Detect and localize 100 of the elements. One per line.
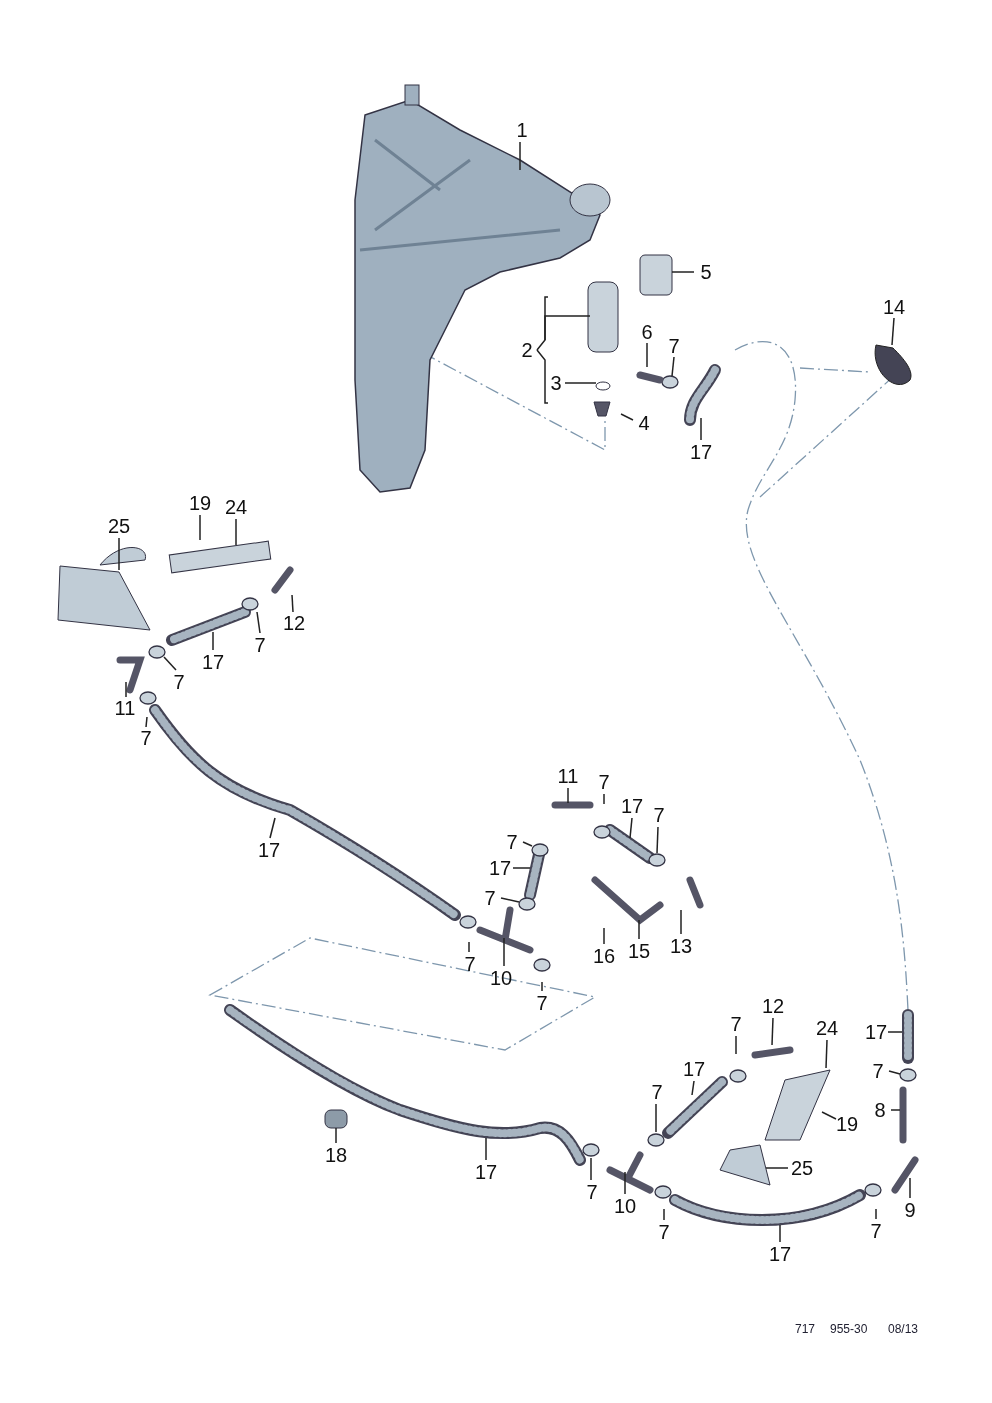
leader-line xyxy=(500,897,520,903)
leader-line xyxy=(512,867,531,869)
leader-line xyxy=(735,1035,737,1055)
callout-number: 1 xyxy=(515,120,529,140)
callout-number: 24 xyxy=(223,497,249,517)
leader-line xyxy=(468,941,470,953)
callout-number: 8 xyxy=(873,1100,887,1120)
callout-number: 6 xyxy=(640,322,654,342)
callout-number: 5 xyxy=(699,262,713,282)
callout-number: 19 xyxy=(834,1114,860,1134)
callout-number: 7 xyxy=(597,772,611,792)
leader-line xyxy=(821,1111,837,1120)
leader-line xyxy=(891,317,895,346)
callout-number: 11 xyxy=(556,766,580,786)
callout-number: 7 xyxy=(585,1182,599,1202)
drawing-number: 08/13 xyxy=(888,1322,919,1336)
leader-line xyxy=(291,594,294,613)
callout-number: 7 xyxy=(483,888,497,908)
leader-line xyxy=(888,1070,901,1075)
leader-line xyxy=(691,1080,695,1096)
leader-line xyxy=(564,382,597,384)
callout-number: 3 xyxy=(549,373,563,393)
leader-line xyxy=(145,716,148,728)
leader-line xyxy=(269,817,276,839)
callout-number: 17 xyxy=(619,796,645,816)
leader-line xyxy=(256,611,261,634)
callout-number: 7 xyxy=(463,954,477,974)
leader-line xyxy=(629,817,633,839)
callout-number: 2 xyxy=(520,340,534,360)
leader-line xyxy=(603,793,605,805)
leader-line xyxy=(771,1017,774,1046)
callout-number: 18 xyxy=(323,1145,349,1165)
leader-line xyxy=(663,1208,665,1221)
leader-line xyxy=(671,271,695,273)
leader-line xyxy=(680,909,682,935)
callout-number: 7 xyxy=(253,635,267,655)
leader-line xyxy=(541,981,543,992)
drawing-number: 955-30 xyxy=(830,1322,868,1336)
callout-number: 16 xyxy=(591,946,617,966)
leader-line xyxy=(212,631,214,651)
callout-number: 17 xyxy=(256,840,282,860)
callout-number: 7 xyxy=(729,1014,743,1034)
leader-line xyxy=(638,919,640,940)
callout-number: 17 xyxy=(767,1244,793,1264)
callout-number: 7 xyxy=(657,1222,671,1242)
leader-line xyxy=(567,787,569,804)
leader-line xyxy=(656,826,659,854)
callout-number: 24 xyxy=(814,1018,840,1038)
leader-line xyxy=(765,1167,789,1169)
leader-line xyxy=(118,537,120,571)
leader-line xyxy=(536,315,591,351)
callout-number: 10 xyxy=(488,968,514,988)
callout-number: 7 xyxy=(871,1061,885,1081)
leader-line xyxy=(875,1208,877,1220)
leader-line xyxy=(163,656,177,671)
leader-line xyxy=(235,518,237,546)
callout-number: 17 xyxy=(863,1022,889,1042)
leader-line xyxy=(522,841,533,847)
callout-number: 19 xyxy=(187,493,213,513)
drawing-number: 717 xyxy=(795,1322,816,1336)
callout-number: 25 xyxy=(789,1158,815,1178)
callout-number: 25 xyxy=(106,516,132,536)
leader-line xyxy=(335,1127,337,1144)
leader-line xyxy=(590,1157,592,1181)
leader-line xyxy=(646,342,648,368)
leader-line xyxy=(887,1031,903,1033)
callout-number: 17 xyxy=(681,1059,707,1079)
callout-number: 15 xyxy=(626,941,652,961)
callout-number: 7 xyxy=(667,336,681,356)
callout-number: 17 xyxy=(473,1162,499,1182)
leader-line xyxy=(503,937,505,967)
leader-line xyxy=(825,1039,828,1069)
leader-line xyxy=(671,356,675,377)
callout-number: 17 xyxy=(688,442,714,462)
callout-number: 13 xyxy=(668,936,694,956)
callout-number: 7 xyxy=(172,672,186,692)
callout-number: 7 xyxy=(650,1082,664,1102)
callout-number: 7 xyxy=(869,1221,883,1241)
leader-line xyxy=(779,1224,781,1243)
callout-number: 14 xyxy=(881,297,907,317)
leader-line xyxy=(485,1137,487,1161)
leader-line xyxy=(890,1109,901,1111)
callout-number: 7 xyxy=(139,728,153,748)
callout-number: 7 xyxy=(535,993,549,1013)
callout-number: 7 xyxy=(505,832,519,852)
leader-line xyxy=(655,1103,657,1133)
leader-line xyxy=(603,927,605,945)
callout-number: 12 xyxy=(760,996,786,1016)
leader-line xyxy=(199,514,201,541)
leader-line xyxy=(519,141,521,171)
leader-line xyxy=(700,417,702,441)
leader-line xyxy=(909,1177,911,1199)
callout-number: 17 xyxy=(487,858,513,878)
callout-number: 17 xyxy=(200,652,226,672)
leader-line xyxy=(624,1171,626,1195)
callout-number: 9 xyxy=(903,1200,917,1220)
callout-number: 11 xyxy=(113,698,137,718)
callout-number: 10 xyxy=(612,1196,638,1216)
leader-line xyxy=(620,413,634,421)
callout-number: 12 xyxy=(281,613,307,633)
